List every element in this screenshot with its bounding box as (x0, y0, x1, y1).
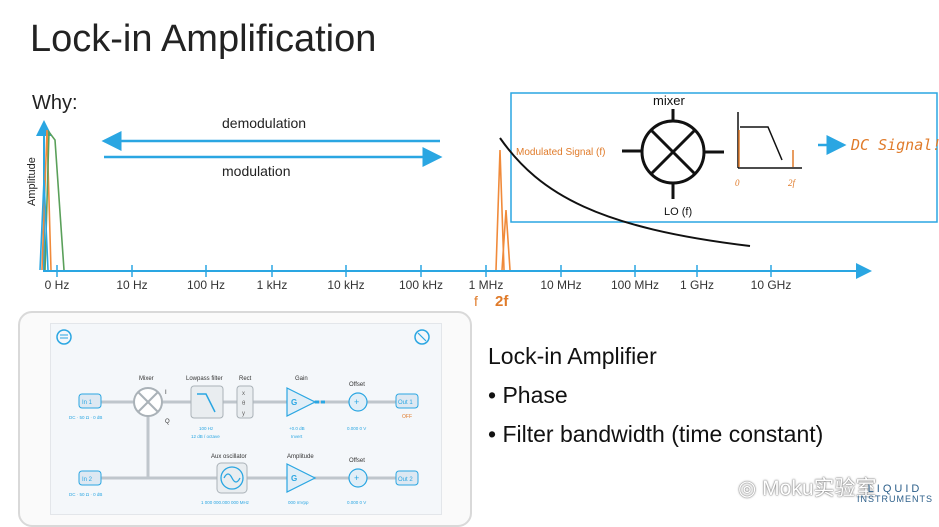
x-tick-label: 1 GHz (680, 278, 714, 292)
in2-block[interactable] (78, 470, 102, 486)
f-peak (495, 149, 505, 271)
svg-text:+: + (354, 397, 359, 407)
bd-offset2-label: Offset (349, 458, 365, 464)
bd-offset-block[interactable] (348, 392, 368, 412)
x-tick-label: 100 MHz (611, 278, 659, 292)
bullet-phase-text: Phase (502, 382, 568, 408)
in2-label: In 2 (82, 477, 93, 483)
out1-state: OFF (402, 414, 412, 420)
x-tick-label: 10 kHz (327, 278, 364, 292)
x-tick-label: 10 GHz (751, 278, 792, 292)
bd-offset-label: Offset (349, 382, 365, 388)
x-tick-label: 1 MHz (469, 278, 504, 292)
bd-gain-invert: Invert (291, 434, 303, 439)
bd-gain-g: G (291, 398, 297, 407)
2f-peak (501, 209, 511, 271)
in1-label: In 1 (82, 400, 93, 406)
mixer-label: mixer (653, 93, 685, 108)
bd-rect-x: x (242, 391, 245, 397)
2f-label: 2f (495, 293, 509, 310)
dc-peak-orange (41, 129, 52, 271)
in2-sub: DC · 50 Ω · 0 dB (69, 492, 102, 497)
f-label: f (474, 293, 478, 309)
mixer-symbol (640, 119, 706, 185)
bullet-phase: • Phase (488, 382, 568, 408)
x-tick-label: 0 Hz (45, 278, 70, 292)
x-tick-label: 10 MHz (540, 278, 581, 292)
x-axis-ticks: 0 Hz 10 Hz 100 Hz 1 kHz 10 kHz 100 kHz 1 MHz 10… (45, 265, 792, 292)
bd-lp-slope: 12 dB / octave (191, 434, 220, 439)
out2-block[interactable] (395, 470, 419, 486)
watermark: ◎ Moku实验室 (738, 472, 877, 502)
bd-mixer-label: Mixer (139, 376, 154, 382)
bd-amplitude-g: G (291, 474, 297, 483)
bd-amp-value: 000 mVpp (288, 500, 309, 505)
y-axis-label: Amplitude (26, 157, 38, 206)
bd-gain-label: Gain (295, 376, 308, 382)
x-tick-label: 100 kHz (399, 278, 443, 292)
bd-rect-block[interactable] (236, 385, 254, 419)
out1-block[interactable] (395, 393, 419, 409)
why-label: Why: (32, 92, 78, 114)
wechat-icon: ◎ (738, 477, 763, 500)
filter-x1-label: 2f (788, 178, 797, 188)
modulated-signal-label: Modulated Signal (f) (516, 147, 606, 158)
menu-icon[interactable] (56, 329, 72, 345)
bd-gain-value: +0.0 dB (289, 426, 305, 431)
bd-amplitude-block[interactable] (286, 463, 317, 493)
watermark-text: Moku实验室 (762, 477, 877, 500)
in1-block[interactable] (78, 393, 102, 409)
bd-amplitude-label: Amplitude (287, 454, 314, 460)
bd-rect-label: Rect (239, 376, 252, 382)
lowpass-filter-plot (737, 112, 802, 169)
page-title: Lock-in Amplification (30, 18, 377, 60)
bd-aux-label: Aux oscillator (211, 454, 247, 460)
bd-offset-value: 0.000 0 V (347, 426, 366, 431)
block-diagram-screen: In 1 DC · 50 Ω · 0 dB In 2 DC · 50 Ω · 0… (50, 323, 442, 515)
bd-i-label: I (165, 390, 167, 396)
dc-peak-green (44, 129, 65, 271)
noise-curve (499, 137, 751, 247)
lockin-heading: Lock-in Amplifier (488, 343, 657, 369)
demodulation-label: demodulation (222, 115, 306, 131)
dc-signal-label: DC Signal! (850, 136, 939, 154)
in1-sub: DC · 50 Ω · 0 dB (69, 415, 102, 420)
bd-q-label: Q (165, 419, 170, 425)
modulation-label: modulation (222, 163, 291, 179)
mixer-inset-box (510, 92, 938, 223)
brand-logo: LIQUID INSTRUMENTS (855, 483, 935, 505)
out2-label: Out 2 (398, 477, 413, 483)
lockin-amplifier-notes: Lock-in Amplifier • Phase • Filter bandw… (488, 337, 823, 454)
x-tick-label: 10 Hz (116, 278, 147, 292)
bullet-filter-text: Filter bandwidth (time constant) (502, 421, 824, 447)
settings-icon[interactable] (414, 329, 430, 345)
bd-lowpass-label: Lowpass filter (186, 376, 223, 382)
svg-text:+: + (354, 473, 359, 483)
bd-aux-freq: 1 000 000.000 000 MHz (201, 500, 250, 505)
bd-lowpass-block[interactable] (190, 385, 224, 419)
bd-offset2-block[interactable] (348, 468, 368, 488)
brand-line-1: LIQUID (867, 483, 923, 495)
filter-x0-label: 0 (735, 178, 740, 188)
lockin-block-diagram: In 1 DC · 50 Ω · 0 dB In 2 DC · 50 Ω · 0… (56, 329, 430, 505)
bd-lp-freq: 100 Hz (199, 426, 214, 431)
bullet-filter-bandwidth: • Filter bandwidth (time constant) (488, 421, 824, 447)
bd-offset2-value: 0.000 0 V (347, 500, 366, 505)
bd-gain-block[interactable] (286, 387, 317, 417)
x-tick-label: 100 Hz (187, 278, 225, 292)
bd-rect-y: y (242, 411, 245, 417)
x-tick-label: 1 kHz (257, 278, 288, 292)
bd-rect-theta: θ (242, 401, 246, 407)
brand-line-2: INSTRUMENTS (857, 494, 933, 504)
tablet-frame: In 1 DC · 50 Ω · 0 dB In 2 DC · 50 Ω · 0… (18, 311, 472, 527)
out1-label: Out 1 (398, 400, 413, 406)
lo-label: LO (f) (664, 206, 692, 218)
spectrum-diagram: Amplitude 0 Hz 10 Hz 100 Hz 1 kHz 10 kHz 100 … (26, 92, 939, 310)
dc-peak-blue (39, 179, 49, 271)
